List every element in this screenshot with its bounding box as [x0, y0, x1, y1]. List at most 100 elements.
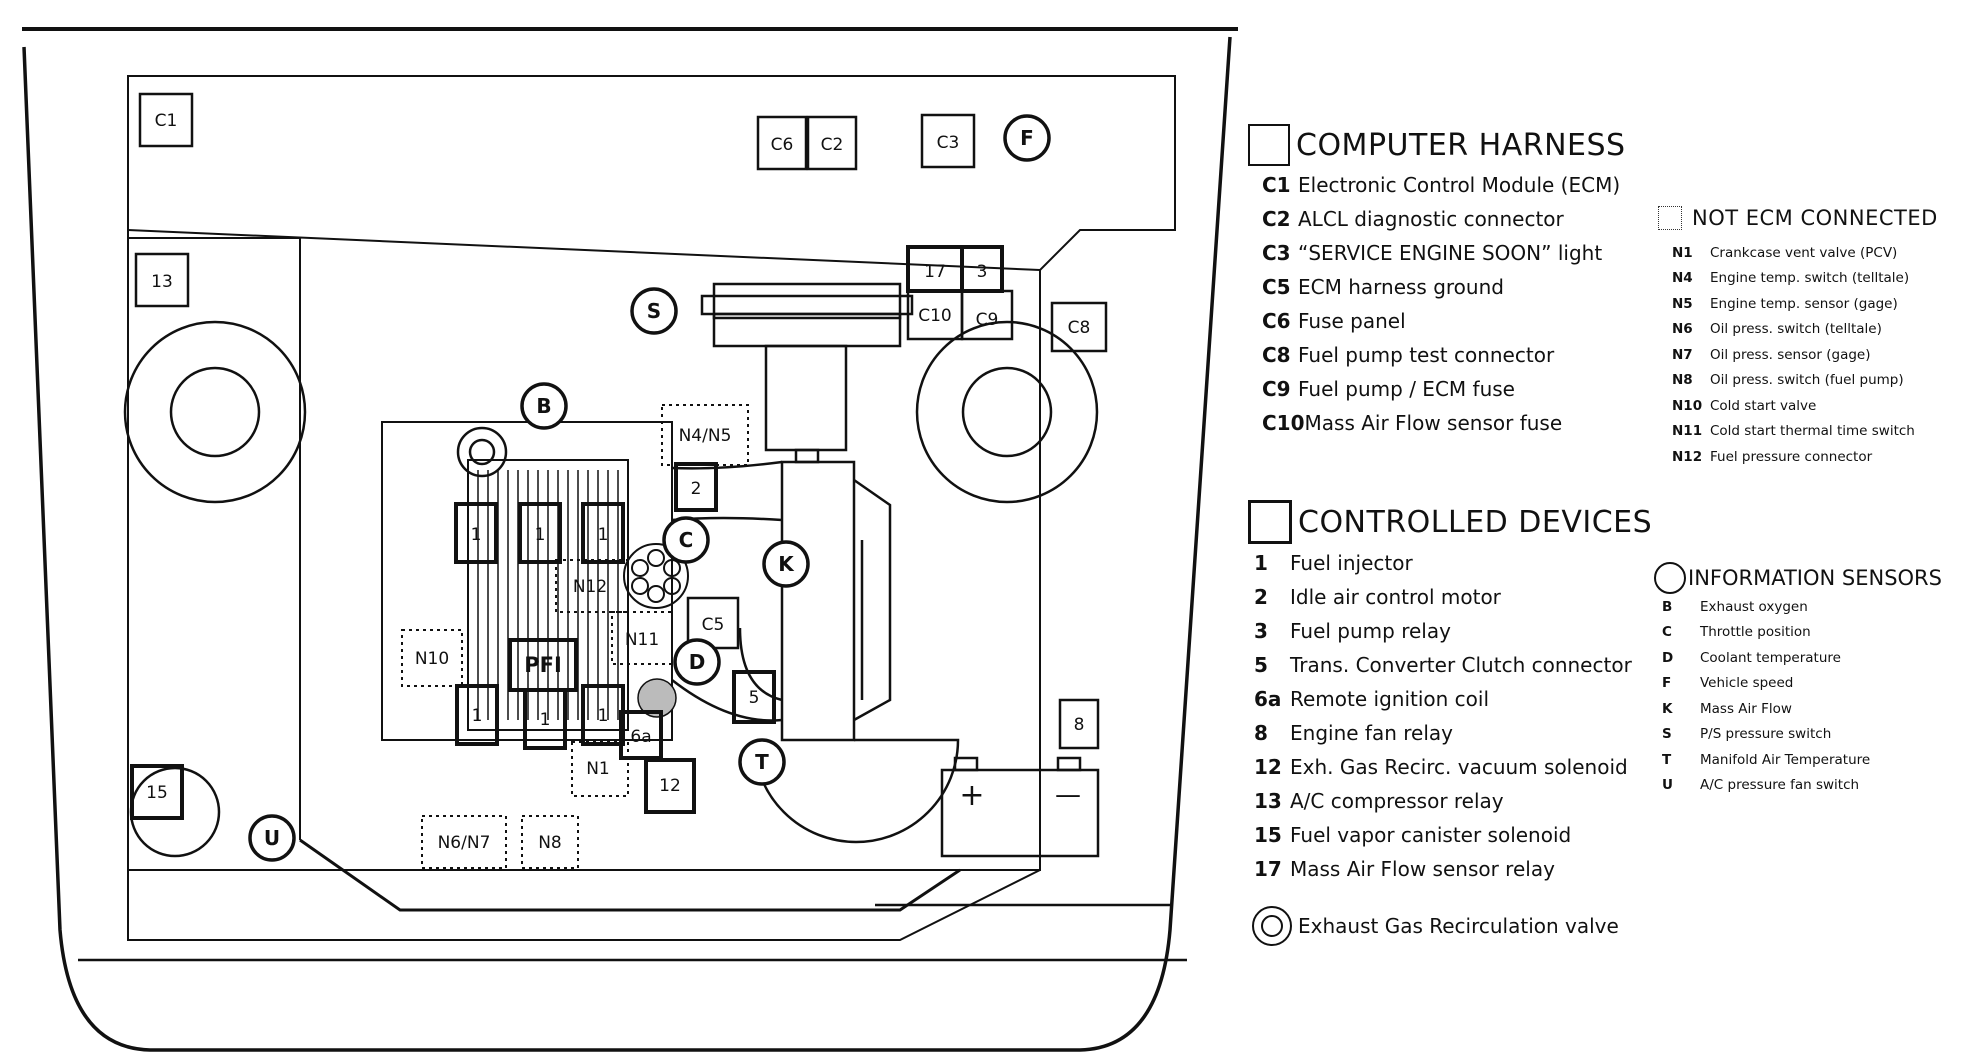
egr-legend: Exhaust Gas Recirculation valve	[1252, 906, 1619, 946]
throttle-body	[780, 460, 856, 742]
controlled-devices-code: 6a	[1254, 687, 1282, 711]
controlled-devices-code: 17	[1254, 857, 1282, 881]
computer-harness-label: “SERVICE ENGINE SOON” light	[1298, 241, 1603, 265]
not-ecm-label: Oil press. switch (fuel pump)	[1710, 372, 1904, 389]
not-ecm-code: N8	[1672, 372, 1693, 389]
injector-1b-box	[518, 502, 562, 564]
computer-harness-label: Fuse panel	[1298, 309, 1406, 333]
label-n11: N11	[625, 630, 659, 650]
controlled-devices-code: 12	[1254, 755, 1282, 779]
label-1c: 1	[598, 525, 609, 545]
not-ecm-code: N1	[1672, 244, 1693, 261]
label-3: 3	[977, 262, 988, 282]
information-sensors-label: Mass Air Flow	[1700, 700, 1792, 717]
c2-box	[806, 115, 858, 171]
computer-harness-code: C5	[1262, 275, 1291, 299]
label-c9: C9	[976, 310, 999, 330]
computer-harness-code: C9	[1262, 377, 1291, 401]
not-ecm-code: N4	[1672, 270, 1693, 287]
controlled-devices-label: Mass Air Flow sensor relay	[1290, 857, 1555, 881]
label-n10: N10	[415, 649, 449, 669]
information-sensors-code: S	[1662, 726, 1672, 743]
information-sensors-title: INFORMATION SENSORS	[1654, 562, 1942, 594]
information-sensors-label: Throttle position	[1700, 624, 1811, 641]
computer-harness-item: C2 ALCL diagnostic connector	[1262, 202, 1620, 236]
label-n12: N12	[573, 577, 607, 597]
oil-filler-cap-inner	[468, 438, 496, 466]
battery	[940, 768, 1100, 858]
label-c5: C5	[702, 615, 725, 635]
computer-harness-code: C3	[1262, 241, 1291, 265]
controlled-devices-box-icon	[1248, 500, 1292, 544]
label-n1: N1	[586, 759, 610, 779]
fuel-vapor-canister	[129, 766, 221, 858]
not-ecm-code: N6	[1672, 321, 1693, 338]
controlled-devices-label: Fuel injector	[1290, 551, 1413, 575]
not-ecm-label: Engine temp. sensor (gage)	[1710, 295, 1898, 312]
computer-harness-label: ALCL diagnostic connector	[1298, 207, 1564, 231]
label-c2: C2	[821, 135, 844, 155]
right-strut-tower-inner	[961, 366, 1053, 458]
maf-duct	[764, 344, 848, 452]
not-ecm-label: Oil press. switch (telltale)	[1710, 321, 1882, 338]
computer-harness-code: C2	[1262, 207, 1291, 231]
label-5: 5	[749, 688, 760, 708]
label-f: F	[1020, 126, 1034, 150]
not-ecm-label: Engine temp. switch (telltale)	[1710, 270, 1910, 287]
battery-pos-terminal	[953, 756, 979, 772]
right-strut-tower-outer	[915, 320, 1099, 504]
controlled-devices-label: Fuel vapor canister solenoid	[1290, 823, 1572, 847]
computer-harness-item: C3 “SERVICE ENGINE SOON” light	[1262, 236, 1620, 270]
15-box	[130, 764, 184, 820]
information-sensors-code: B	[1662, 598, 1673, 615]
distributor	[623, 543, 689, 609]
label-n6n7: N6/N7	[438, 833, 491, 853]
label-t: T	[755, 750, 769, 774]
label-c10: C10	[918, 306, 952, 326]
sensor-t-circle	[738, 738, 786, 786]
front-bumper-line	[299, 838, 961, 912]
label-12: 12	[659, 776, 681, 796]
battery-plus-label: +	[959, 778, 984, 813]
not-ecm-item: N8 Oil press. switch (fuel pump)	[1672, 368, 1915, 394]
battery-neg-terminal	[1056, 756, 1082, 772]
information-sensors-label: Vehicle speed	[1700, 675, 1794, 692]
computer-harness-code: C8	[1262, 343, 1291, 367]
not-ecm-label: Cold start thermal time switch	[1710, 423, 1915, 440]
label-n8: N8	[538, 833, 562, 853]
label-u: U	[264, 826, 280, 850]
left-strut-tower-outer	[123, 320, 307, 504]
n10-box	[401, 629, 463, 687]
computer-harness-label: Fuel pump / ECM fuse	[1298, 377, 1515, 401]
controlled-devices-item: 3 Fuel pump relay	[1254, 614, 1632, 648]
controlled-devices-code: 1	[1254, 551, 1268, 575]
compartment-outline	[127, 75, 1176, 871]
label-2: 2	[691, 479, 702, 499]
label-1b: 1	[535, 525, 546, 545]
label-1e: 1	[540, 710, 551, 730]
label-c: C	[679, 528, 694, 552]
n12-box	[555, 559, 629, 613]
computer-harness-code: C1	[1262, 173, 1291, 197]
6a-box	[619, 710, 663, 760]
controlled-devices-code: 3	[1254, 619, 1268, 643]
maf-housing-circle	[752, 738, 960, 844]
sensor-s-circle	[630, 287, 678, 335]
sensor-b-circle	[520, 382, 568, 430]
not-ecm-title-text: NOT ECM CONNECTED	[1692, 206, 1938, 230]
controlled-devices-label: Fuel pump relay	[1290, 619, 1451, 643]
label-n4n5: N4/N5	[679, 426, 732, 446]
